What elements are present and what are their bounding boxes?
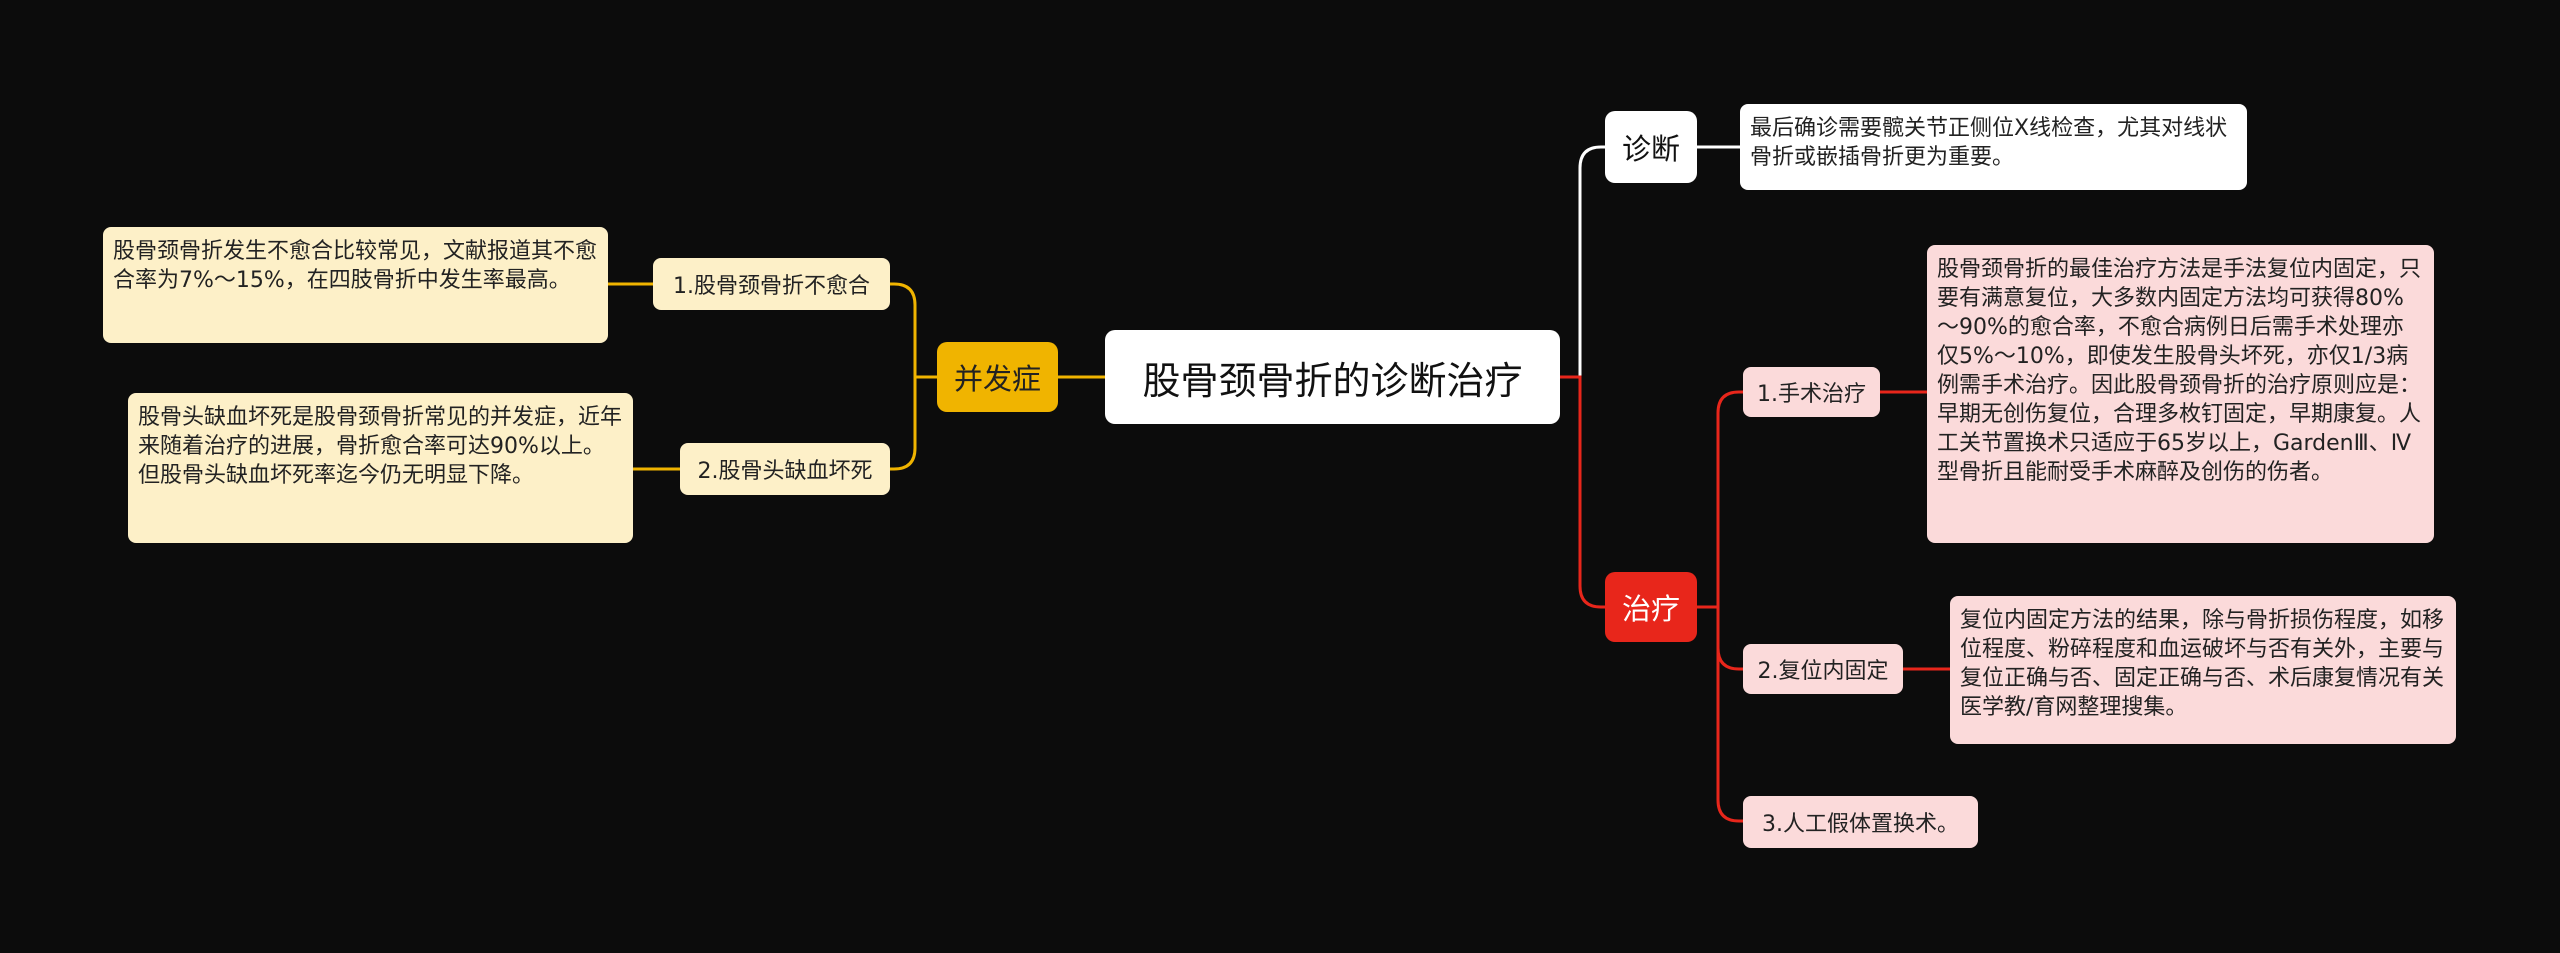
complication-item-necrosis[interactable]: 2.股骨头缺血坏死 [680, 443, 890, 495]
branch-treatment[interactable]: 治疗 [1605, 572, 1697, 642]
diagnosis-text: 最后确诊需要髋关节正侧位X线检查，尤其对线状骨折或嵌插骨折更为重要。 [1740, 104, 2247, 190]
treatment-item-prosthesis[interactable]: 3.人工假体置换术。 [1743, 796, 1978, 848]
connector-complications-2 [890, 377, 917, 471]
treatment-reduction-text: 复位内固定方法的结果，除与骨折损伤程度，如移位程度、粉碎程度和血运破坏与否有关外… [1950, 596, 2456, 744]
connector-treatment-1 [1697, 390, 1743, 609]
treatment-item-reduction[interactable]: 2.复位内固定 [1743, 644, 1903, 694]
central-topic[interactable]: 股骨颈骨折的诊断治疗 [1105, 330, 1560, 424]
treatment-surgery-text: 股骨颈骨折的最佳治疗方法是手法复位内固定，只要有满意复位，大多数内固定方法均可获… [1927, 245, 2434, 543]
connector-treatment-2 [1716, 607, 1743, 671]
branch-diagnosis[interactable]: 诊断 [1605, 111, 1697, 183]
branch-complications[interactable]: 并发症 [937, 342, 1058, 412]
complication-necrosis-text: 股骨头缺血坏死是股骨颈骨折常见的并发症，近年来随着治疗的进展，骨折愈合率可达90… [128, 393, 633, 543]
complication-nonunion-text: 股骨颈骨折发生不愈合比较常见，文献报道其不愈合率为7%～15%，在四肢骨折中发生… [103, 227, 608, 343]
complication-item-nonunion[interactable]: 1.股骨颈骨折不愈合 [653, 258, 890, 310]
treatment-item-surgery[interactable]: 1.手术治疗 [1743, 367, 1880, 417]
connector-diagnosis [1560, 145, 1605, 379]
connector-treatment [1560, 375, 1605, 609]
connector-complications-1 [890, 282, 937, 379]
connector-treatment-3 [1716, 607, 1743, 823]
